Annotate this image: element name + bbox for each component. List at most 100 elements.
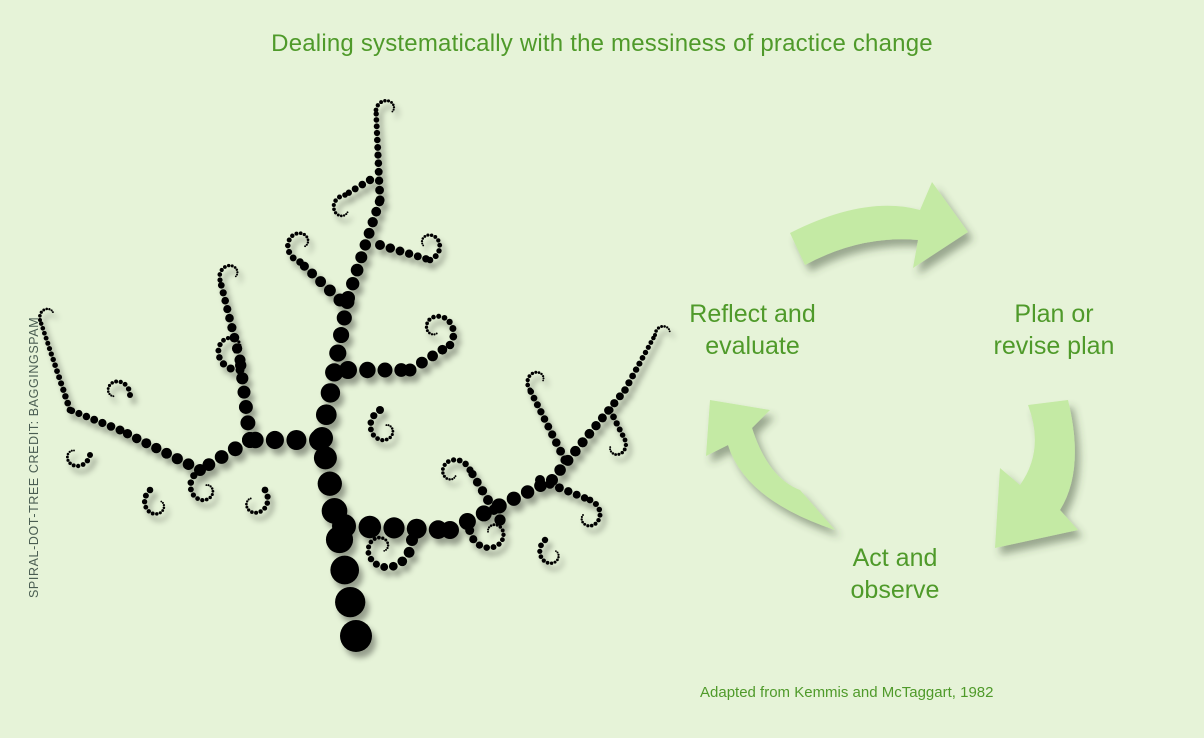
tree-dot	[453, 476, 456, 479]
tree-dot	[342, 214, 346, 217]
tree-dot	[580, 494, 589, 502]
tree-dot	[333, 198, 338, 203]
tree-dot	[592, 500, 599, 508]
tree-dot	[161, 501, 164, 504]
tree-dot	[155, 512, 159, 516]
tree-dot	[332, 514, 356, 538]
diagram-title: Dealing systematically with the messines…	[271, 30, 933, 57]
tree-dot	[430, 333, 434, 336]
tree-dot	[390, 432, 394, 437]
tree-dot	[131, 433, 142, 444]
tree-dot	[554, 483, 564, 493]
tree-dot	[80, 462, 86, 467]
tree-dot	[556, 551, 559, 554]
tree-dot	[372, 536, 377, 541]
tree-dot	[564, 487, 573, 496]
spiral-dot-tree-illustration	[38, 98, 671, 652]
tree-dot	[667, 328, 670, 331]
tree-dot	[307, 268, 318, 279]
tree-dot	[355, 251, 368, 264]
tree-dot	[591, 421, 601, 431]
tree-dot	[373, 123, 380, 130]
tree-dot	[247, 508, 251, 512]
tree-dot	[294, 231, 299, 236]
tree-dot	[537, 548, 543, 554]
tree-dot	[616, 426, 623, 433]
tree-dot	[106, 422, 116, 431]
tree-dot	[141, 499, 148, 505]
tree-dot	[584, 428, 595, 439]
tree-dot	[373, 129, 381, 137]
tree-dot	[236, 271, 239, 274]
tree-dot	[62, 393, 69, 400]
tree-dot	[580, 518, 583, 521]
tree-dot	[235, 268, 239, 272]
tree-dot	[350, 263, 364, 277]
tree-dot	[207, 484, 210, 487]
tree-dot	[66, 452, 70, 456]
tree-dot	[663, 325, 666, 328]
tree-dot	[225, 313, 234, 323]
tree-dot	[597, 413, 607, 423]
tree-dot	[425, 329, 429, 333]
tree-dot	[527, 387, 533, 393]
tree-dot	[333, 211, 338, 215]
tree-dot	[554, 464, 566, 476]
tree-dot	[90, 415, 99, 424]
tree-dot	[219, 289, 227, 297]
tree-dot	[346, 277, 360, 291]
tree-dot	[40, 325, 46, 331]
tree-dot	[456, 457, 463, 464]
tree-dot	[380, 437, 385, 443]
tree-dot	[171, 453, 183, 465]
tree-dot	[433, 333, 436, 336]
tree-dot	[415, 356, 428, 369]
tree-dot	[392, 108, 395, 111]
tree-dot	[441, 314, 448, 321]
tree-dot	[596, 517, 601, 523]
tree-dot	[48, 351, 54, 357]
tree-dot	[261, 486, 269, 494]
tree-dot	[383, 517, 405, 539]
tree-dot	[445, 477, 449, 480]
tree-dot	[245, 505, 249, 509]
tree-dot	[146, 509, 151, 514]
tree-dot	[487, 528, 490, 531]
tree-dot	[385, 548, 387, 551]
tree-dot	[537, 371, 541, 374]
tree-dot	[666, 326, 669, 329]
tree-dot	[541, 536, 549, 544]
tree-dot	[441, 521, 459, 539]
tree-dot	[329, 344, 347, 362]
tree-dot	[367, 419, 375, 426]
tree-dot	[110, 381, 114, 385]
tree-dot	[265, 430, 284, 450]
tree-dot	[386, 546, 389, 550]
tree-dot	[258, 509, 263, 514]
tree-dot	[377, 362, 393, 378]
tree-dot	[374, 151, 382, 159]
tree-dot	[368, 539, 374, 545]
tree-dot	[305, 243, 308, 246]
tree-dot	[490, 544, 497, 551]
tree-dot	[227, 323, 237, 333]
tree-dot	[306, 238, 310, 242]
tree-dot	[388, 435, 392, 440]
tree-dot	[209, 485, 212, 488]
tree-dot	[240, 415, 256, 431]
tree-dot	[219, 360, 228, 368]
tree-dot	[436, 248, 442, 254]
tree-dot	[262, 505, 268, 511]
tree-dot	[381, 536, 385, 540]
tree-dot	[622, 437, 628, 443]
tree-dot	[540, 415, 549, 423]
tree-dot	[385, 243, 396, 253]
tree-dot	[629, 372, 636, 380]
tree-dot	[250, 510, 254, 514]
tree-dot	[445, 340, 455, 350]
tree-dot	[219, 267, 224, 273]
tree-dot	[632, 366, 640, 373]
tree-dot	[542, 379, 545, 382]
tree-dot	[431, 314, 436, 320]
